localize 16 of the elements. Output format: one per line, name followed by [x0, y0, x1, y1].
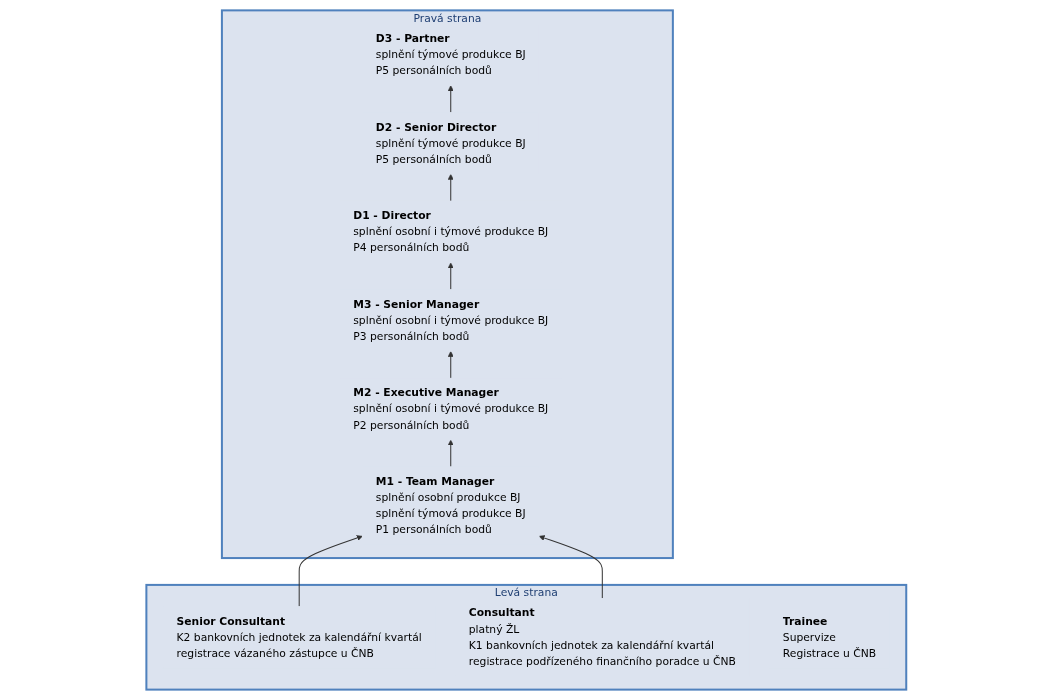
node-text: Senior Consultant K2 bankovních jednotek za kalendářní kvartál registrace vázaného zástupce u ČNB: [176, 613, 422, 659]
arrow: [447, 350, 454, 379]
node-text: Trainee Supervize Registrace u ČNB: [782, 613, 876, 659]
arrow: [447, 439, 454, 467]
arrow: [538, 534, 603, 599]
node-text: M1 - Team Manager splnění osobní produkce BJ splnění týmová produkce BJ P1 personálních bodů: [375, 474, 526, 536]
arrow: [447, 173, 454, 201]
arrow: [298, 534, 363, 607]
arrow: [447, 261, 454, 290]
node-text: D2 - Senior Director splnění týmové produkce BJ P5 personálních bodů: [375, 119, 526, 165]
node-text: D3 - Partner splnění týmové produkce BJ P5 personálních bodů: [375, 31, 526, 77]
node-text: M3 - Senior Manager splnění osobní i týmové produkce BJ P3 personálních bodů: [352, 297, 548, 343]
node-text: M2 - Executive Manager splnění osobní i týmové produkce BJ P2 personálních bodů: [352, 385, 548, 431]
node-text: D1 - Director splnění osobní i týmové produkce BJ P4 personálních bodů: [352, 208, 548, 254]
arrow: [447, 84, 454, 113]
node-text: Consultant platný ŽL K1 bankovních jednotek za kalendářní kvartál registrace podřízeného finančního poradce u ČNB: [468, 605, 736, 667]
